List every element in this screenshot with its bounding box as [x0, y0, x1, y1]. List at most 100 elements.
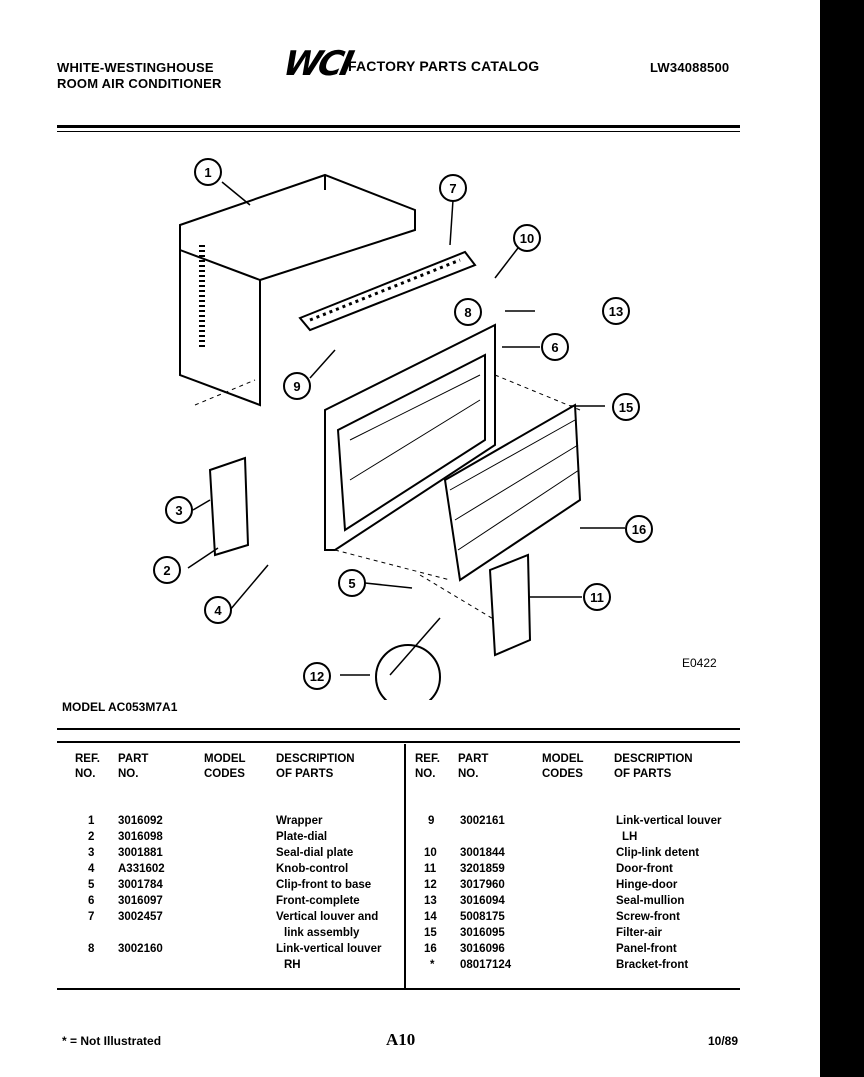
header-rule-thick [57, 125, 740, 128]
svg-text:2: 2 [163, 563, 170, 578]
callout-10: 10 [513, 224, 541, 252]
table-row: 10 [424, 847, 437, 859]
page-number: A10 [386, 1030, 416, 1049]
callout-11: 11 [583, 583, 611, 611]
part-no: 3016098 [118, 831, 163, 843]
table-row: 7 [88, 911, 95, 923]
table-top-rule [57, 728, 740, 730]
svg-text:5: 5 [348, 576, 355, 591]
table-row: * [430, 959, 435, 971]
part-desc: Clip-front to base [276, 879, 372, 891]
callout-4: 4 [204, 596, 232, 624]
part-desc: Seal-dial plate [276, 847, 354, 859]
part-no: A331602 [118, 863, 165, 875]
table-row: 6 [88, 895, 95, 907]
part-desc: Clip-link detent [616, 847, 700, 859]
part-no: 3002457 [118, 911, 163, 923]
catalog-title: FACTORY PARTS CATALOG [348, 58, 540, 74]
part-no: 5008175 [460, 911, 505, 923]
not-illustrated-note: * = Not Illustrated [62, 1034, 162, 1048]
callout-7: 7 [439, 174, 467, 202]
svg-text:10: 10 [520, 231, 534, 246]
svg-text:9: 9 [293, 379, 300, 394]
svg-text:13: 13 [609, 304, 623, 319]
part-desc: Front-complete [276, 895, 360, 907]
callout-9: 9 [283, 372, 311, 400]
svg-text:15: 15 [619, 400, 633, 415]
part-no: 3016094 [460, 895, 505, 907]
front-shape [324, 323, 496, 551]
callout-16: 16 [625, 515, 653, 543]
part-no: 3017960 [460, 879, 505, 891]
hdr-ref-right: REF.NO. [415, 753, 440, 780]
catalog-number: LW34088500 [650, 60, 730, 75]
wci-logo: WCI [279, 44, 355, 84]
callout-12: 12 [303, 662, 331, 690]
svg-text:7: 7 [449, 181, 456, 196]
part-no: 3001881 [118, 847, 163, 859]
part-no: 3001784 [118, 879, 163, 891]
svg-text:16: 16 [632, 522, 646, 537]
part-desc: Screw-front [616, 911, 680, 923]
part-desc: Link-vertical louver [616, 815, 722, 827]
scan-edge-bar [820, 0, 864, 1077]
hdr-ref-left: REF.NO. [75, 753, 100, 780]
part-desc: Panel-front [616, 943, 677, 955]
table-row: 4 [88, 863, 95, 875]
part-desc: Vertical louver and [276, 911, 379, 923]
svg-text:3: 3 [175, 503, 182, 518]
control-plate-shape [208, 456, 250, 557]
part-desc: Link-vertical louver [276, 943, 382, 955]
part-desc: Filter-air [616, 927, 663, 939]
callout-5: 5 [338, 569, 366, 597]
part-desc-cont: LH [622, 831, 638, 843]
svg-text:6: 6 [551, 340, 558, 355]
table-row: 5 [88, 879, 95, 891]
callout-2: 2 [153, 556, 181, 584]
table-bottom-rule [57, 988, 740, 990]
part-no: 3002160 [118, 943, 163, 955]
callout-13: 13 [602, 297, 630, 325]
part-desc-cont: link assembly [284, 927, 360, 939]
part-desc-cont: RH [284, 959, 301, 971]
svg-text:11: 11 [590, 590, 604, 605]
exploded-parts-diagram: 1 7 10 8 13 6 9 15 3 16 2 5 11 4 12 [153, 158, 653, 700]
model-label: MODEL AC053M7A1 [62, 700, 178, 714]
callout-1: 1 [194, 158, 222, 186]
diagram-code: E0422 [682, 656, 717, 670]
callout-8: 8 [454, 298, 482, 326]
header-rule-thin [57, 131, 740, 132]
callout-15: 15 [612, 393, 640, 421]
part-no: 3016095 [460, 927, 505, 939]
table-row: 11 [424, 863, 437, 875]
filter-shape [443, 403, 582, 582]
table-row: 1 [88, 815, 95, 827]
svg-text:8: 8 [464, 305, 471, 320]
door-shape [488, 553, 532, 657]
brand-line-1: WHITE-WESTINGHOUSE [57, 60, 214, 75]
part-no: 3016096 [460, 943, 505, 955]
louver-shape [298, 250, 477, 332]
part-desc: Hinge-door [616, 879, 678, 891]
table-divider [404, 744, 406, 990]
table-row: 12 [424, 879, 437, 891]
part-no: 3016092 [118, 815, 163, 827]
part-no: 3002161 [460, 815, 505, 827]
table-row: 3 [88, 847, 95, 859]
part-desc: Bracket-front [616, 959, 689, 971]
wrapper-shape [179, 173, 416, 407]
callout-6: 6 [541, 333, 569, 361]
table-row: 15 [424, 927, 437, 939]
svg-text:12: 12 [310, 669, 324, 684]
part-desc: Plate-dial [276, 831, 328, 843]
table-row: 2 [88, 831, 95, 843]
table-row: 8 [88, 943, 95, 955]
table-row: 14 [424, 911, 437, 923]
table-row: 13 [424, 895, 437, 907]
part-desc: Knob-control [276, 863, 349, 875]
